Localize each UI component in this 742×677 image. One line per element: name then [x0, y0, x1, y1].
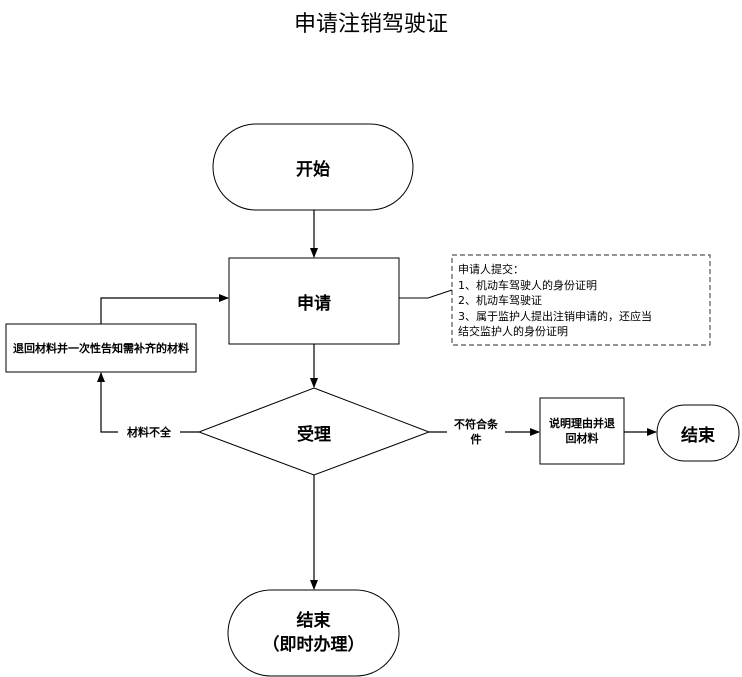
note-heading: 申请人提交：	[458, 263, 524, 276]
note-item: 2、机动车驾驶证	[458, 294, 542, 307]
explain-return-label: 说明理由并退回材料	[549, 417, 615, 445]
apply-label: 申请	[297, 293, 331, 314]
end-bottom-label: 结束 （即时办理）	[228, 590, 399, 676]
edge-label-bg-not-qualified	[447, 416, 505, 448]
arrow-return-to-apply	[100, 294, 229, 324]
page-title: 申请注销驾驶证	[293, 12, 448, 37]
end-right-label: 结束	[681, 425, 715, 446]
note-item: 3、属于监护人提出注销申请的，还应当	[458, 309, 652, 323]
note-text: 申请人提交： 1、机动车驾驶人的身份证明 2、机动车驾驶证 3、属于监护人提出注…	[458, 262, 708, 340]
note-item: 1、机动车驾驶人的身份证明	[458, 278, 597, 292]
edge-label-incomplete: 材料不全	[127, 425, 171, 439]
explain-return-box	[539, 397, 625, 465]
end-bottom-terminator	[227, 589, 400, 677]
end-bottom-line1: 结束	[296, 611, 331, 631]
accept-label: 受理	[297, 424, 331, 445]
start-terminator	[212, 123, 414, 211]
end-bottom-line2: （即时办理）	[262, 635, 365, 655]
note-item: 结交监护人的身份证明	[458, 325, 568, 338]
start-label: 开始	[296, 159, 330, 180]
note-box	[451, 254, 711, 346]
edge-label-not-qualified: 不符合条件	[454, 418, 498, 446]
return-materials-label: 退回材料并一次性告知需补齐的材料	[13, 341, 189, 355]
edge-label-bg-incomplete	[118, 424, 180, 440]
note-connector	[399, 289, 453, 299]
end-right-terminator	[656, 404, 740, 462]
apply-process-box	[228, 257, 400, 345]
